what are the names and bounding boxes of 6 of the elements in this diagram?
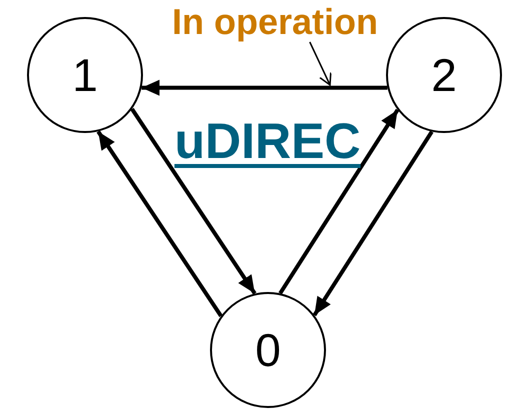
leader-line bbox=[309, 42, 332, 86]
arrow bbox=[142, 80, 388, 96]
arrow bbox=[278, 108, 400, 294]
scheme-title: uDIREC bbox=[173, 112, 362, 170]
arrow bbox=[312, 130, 434, 316]
arrow bbox=[130, 108, 256, 295]
